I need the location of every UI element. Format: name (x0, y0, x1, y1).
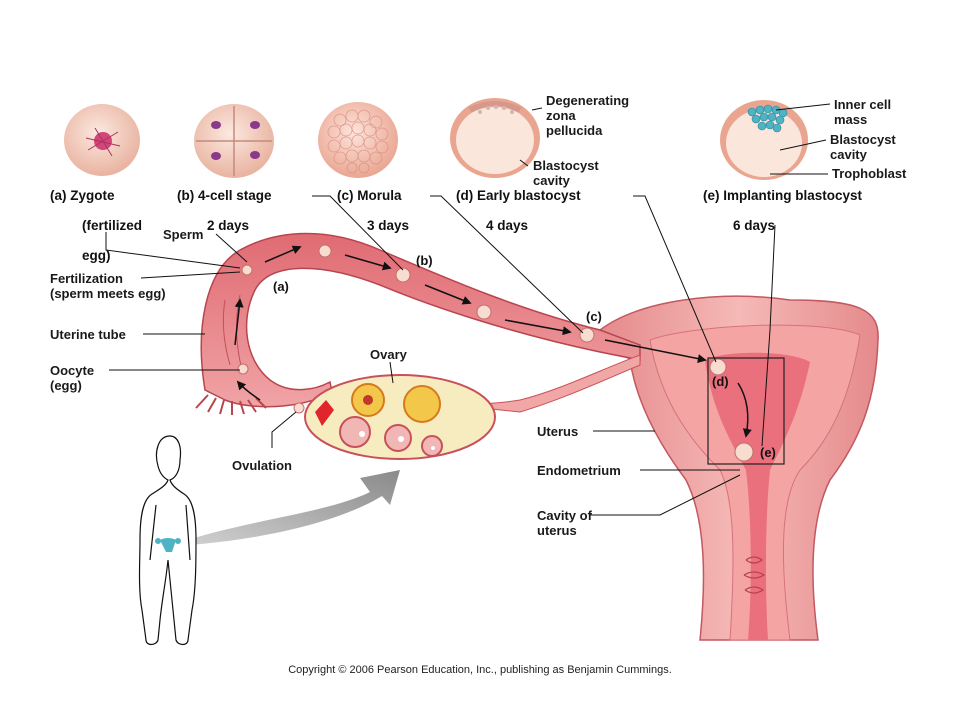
stage-a-label: (a) Zygote (fertilized egg) (50, 188, 143, 263)
blastocyst-cavity-e-label: Blastocyst cavity (830, 132, 896, 162)
zoom-arrow (188, 470, 400, 545)
fertilization-label: Fertilization (sperm meets egg) (50, 271, 166, 301)
path-letter-b: (b) (416, 253, 433, 268)
implanting-blastocyst-image (720, 100, 808, 180)
cavity-of-uterus-label: Cavity of uterus (537, 508, 592, 538)
ovary (304, 354, 641, 460)
trophoblast-label: Trophoblast (832, 166, 907, 181)
path-letter-a: (a) (273, 279, 289, 294)
uterine-tube-label: Uterine tube (50, 327, 126, 342)
copyright-notice: Copyright © 2006 Pearson Education, Inc.… (288, 664, 672, 676)
early-blastocyst-image (450, 98, 540, 178)
egg-cells (237, 244, 754, 462)
oocyte-label: Oocyte (egg) (50, 363, 95, 393)
stage-e-label: (e) Implanting blastocyst 6 days (703, 188, 863, 233)
leader-lines (105, 103, 831, 516)
inner-cell-mass (747, 104, 788, 133)
migration-arrows (234, 245, 752, 438)
blastocyst-cavity-d-label: Blastocyst cavity (533, 158, 599, 188)
implantation-box (707, 357, 785, 465)
ovulation-label: Ovulation (232, 458, 292, 473)
stage-b-label: (b) 4-cell stage 2 days (177, 188, 272, 233)
uterus-label: Uterus (537, 424, 579, 439)
endometrium-label: Endometrium (537, 463, 621, 478)
zygote-image (64, 104, 140, 176)
figure-reproductive-icon (155, 538, 181, 552)
ovary-label: Ovary (370, 347, 407, 362)
path-letter-d: (d) (712, 374, 729, 389)
path-letter-e: (e) (760, 445, 776, 460)
path-letter-c: (c) (586, 309, 602, 324)
stage-d-label: (d) Early blastocyst 4 days (456, 188, 581, 233)
inner-cell-mass-label: Inner cell mass (834, 97, 892, 127)
sperm-label: Sperm (163, 227, 204, 242)
four-cell-image (194, 104, 274, 178)
degenerating-zona-label: Degenerating zona pellucida (546, 93, 630, 138)
morula-image (318, 102, 398, 178)
stage-c-label: (c) Morula 3 days (337, 188, 410, 233)
